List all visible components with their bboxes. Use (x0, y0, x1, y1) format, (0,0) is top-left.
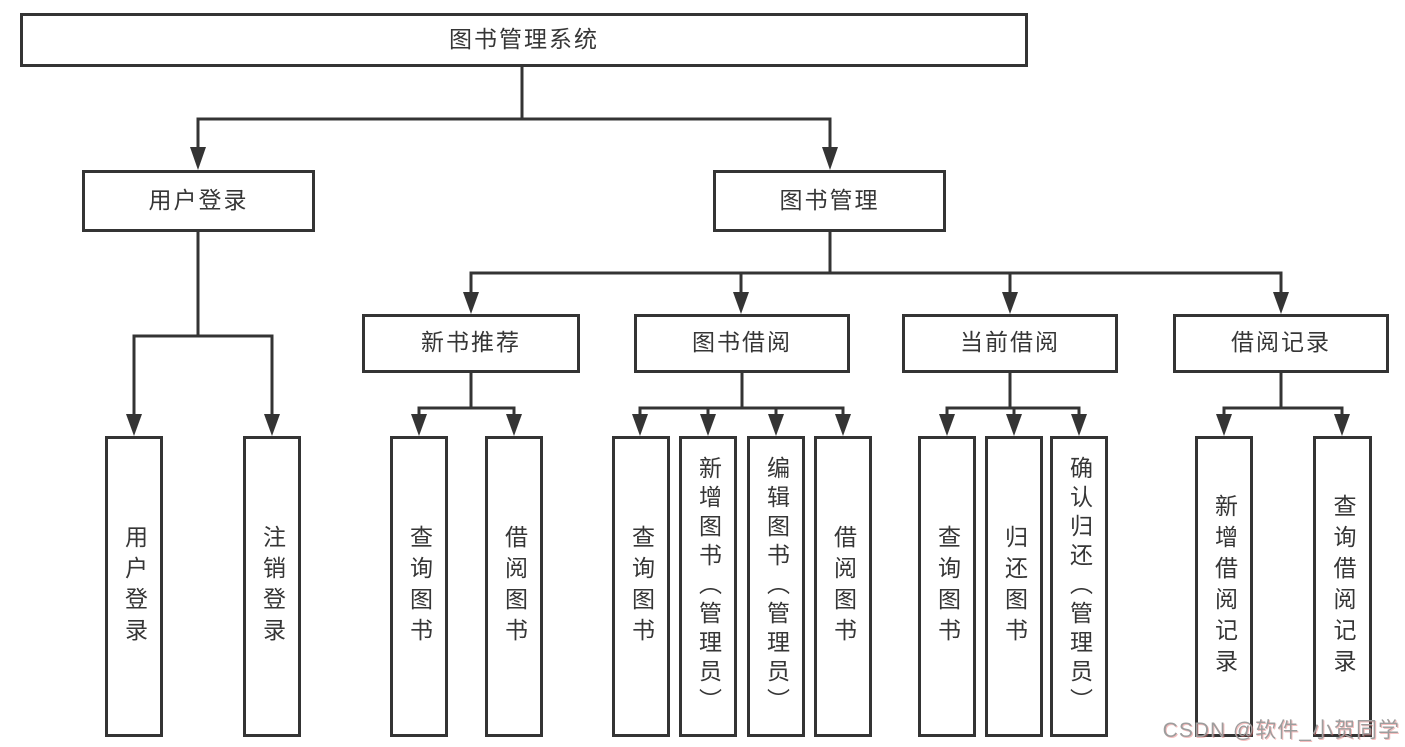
leaf-borrow-books: 借阅图书 (814, 436, 872, 737)
node-current-borrowing: 当前借阅 (902, 314, 1118, 373)
leaf-query-borrow-record: 查询借阅记录 (1313, 436, 1372, 737)
node-book-borrowing: 图书借阅 (634, 314, 850, 373)
leaf-confirm-return-admin: 确认归还（管理员） (1050, 436, 1108, 737)
csdn-watermark: CSDN @软件_小贺同学 (1162, 719, 1400, 742)
node-book-management: 图书管理 (713, 170, 946, 232)
node-user-login: 用户登录 (82, 170, 315, 232)
leaf-query-books-current: 查询图书 (918, 436, 976, 737)
leaf-add-book-admin: 新增图书（管理员） (679, 436, 737, 737)
arrowhead-icons (126, 147, 1350, 436)
node-new-book-recommend: 新书推荐 (362, 314, 580, 373)
leaf-query-books-recommend: 查询图书 (390, 436, 448, 737)
node-library-system: 图书管理系统 (20, 13, 1028, 67)
leaf-logout: 注销登录 (243, 436, 301, 737)
leaf-user-login: 用户登录 (105, 436, 163, 737)
leaf-edit-book-admin: 编辑图书（管理员） (747, 436, 805, 737)
leaf-add-borrow-record: 新增借阅记录 (1195, 436, 1253, 737)
node-borrowing-records: 借阅记录 (1173, 314, 1389, 373)
leaf-borrow-books-recommend: 借阅图书 (485, 436, 543, 737)
leaf-query-books-borrowing: 查询图书 (612, 436, 670, 737)
leaf-return-books: 归还图书 (985, 436, 1043, 737)
